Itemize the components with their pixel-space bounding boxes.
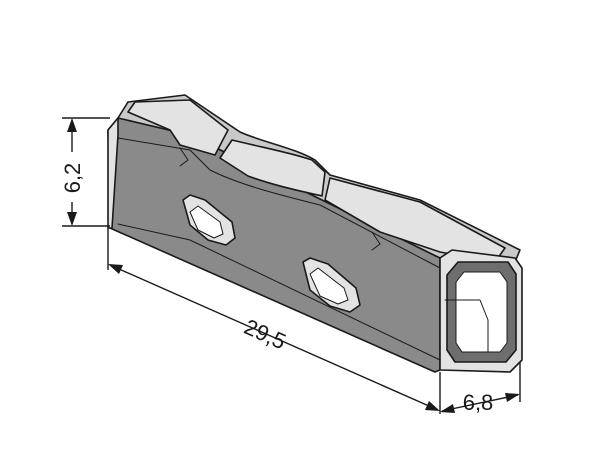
top-saddle	[219, 139, 326, 197]
side-rail-lower	[117, 223, 441, 361]
side-notch-right	[371, 231, 381, 251]
length-arrow-left	[108, 264, 123, 274]
width-arrow-left	[440, 404, 455, 413]
length-dimension-line	[109, 264, 439, 411]
release-slot-right-inner	[309, 267, 349, 305]
connector-left-end	[107, 117, 119, 229]
length-label: 29,5	[240, 314, 289, 354]
release-slot-left-inner	[189, 205, 224, 239]
height-dimension: 6,2	[60, 117, 110, 227]
wire-entry-inner	[455, 271, 508, 353]
length-arrow-right	[425, 401, 440, 411]
height-arrow-bottom	[67, 212, 77, 226]
connector-body	[107, 94, 523, 373]
width-arrow-right	[505, 393, 520, 402]
height-arrow-top	[67, 118, 77, 132]
width-dimension-line	[441, 394, 519, 412]
top-ridge-right	[324, 177, 506, 263]
height-label: 6,2	[60, 163, 85, 194]
wire-entry-inner-edge	[444, 299, 489, 353]
side-rail-upper	[117, 137, 441, 269]
width-dimension: 6,8	[440, 362, 521, 415]
height-label-bg	[60, 152, 84, 202]
side-notch-left	[179, 147, 189, 167]
top-ridge-left	[127, 99, 229, 156]
width-label: 6,8	[463, 390, 494, 415]
